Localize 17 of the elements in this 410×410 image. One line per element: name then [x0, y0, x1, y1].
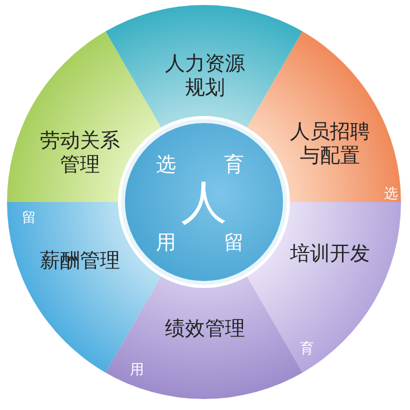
stage-label: 选	[384, 186, 398, 202]
segment-label: 劳动关系管理	[39, 128, 121, 176]
stage-label: 育	[300, 341, 314, 357]
ring-segment	[247, 31, 401, 202]
center-char: 选	[156, 154, 176, 174]
segment-label: 薪酬管理	[39, 248, 121, 272]
segment-label: 培训开发	[289, 241, 371, 265]
segment-label: 绩效管理	[164, 316, 246, 340]
ring-segment	[247, 202, 401, 373]
stage-label: 留	[22, 210, 36, 226]
center-char: 人	[181, 179, 227, 225]
center-char: 用	[156, 232, 176, 252]
segment-label: 人员招聘与配置	[289, 119, 371, 167]
center-char: 育	[224, 154, 244, 174]
stage-label: 用	[130, 362, 144, 378]
center-char: 留	[224, 232, 244, 252]
segment-label: 人力资源规划	[164, 51, 246, 99]
